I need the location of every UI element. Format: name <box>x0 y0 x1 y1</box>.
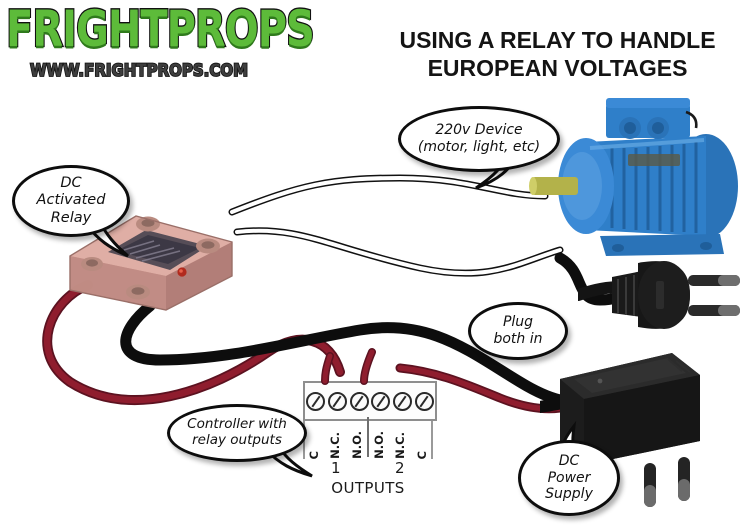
relay-callout: DC Activated Relay <box>12 165 130 237</box>
terminal-group-numbers: 1 2 <box>303 459 433 477</box>
outputs-caption: OUTPUTS <box>331 479 405 497</box>
controller-terminal-block[interactable] <box>303 381 437 421</box>
euro-plug <box>572 243 750 348</box>
output-group-2-number: 2 <box>395 459 405 477</box>
title-line-2: EUROPEAN VOLTAGES <box>427 55 688 82</box>
output-group-1-number: 1 <box>331 459 341 477</box>
terminal-screw-3[interactable] <box>349 391 369 411</box>
psu-callout-line-1: DC <box>558 453 580 470</box>
logo-url: WWW.FRIGHTPROPS.COM <box>29 59 249 82</box>
controller-callout-line-1: Controller with <box>187 416 287 433</box>
controller-callout-line-2: relay outputs <box>192 432 282 448</box>
psu-callout: DC Power Supply <box>518 440 620 516</box>
relay-terminals <box>81 216 220 300</box>
device-callout-line-1: 220v Device <box>435 122 523 139</box>
terminal-rail-right <box>431 417 433 459</box>
terminal-screw-5[interactable] <box>392 391 412 411</box>
ac-motor <box>520 82 748 272</box>
psu-callout-line-3: Supply <box>545 486 593 503</box>
dc-negative-wire <box>120 300 602 408</box>
title-line-1: USING A RELAY TO HANDLE <box>399 27 716 53</box>
relay-callout-line-1: DC <box>60 175 82 192</box>
page-title: USING A RELAY TO HANDLE EUROPEAN VOLTAGE… <box>370 26 745 82</box>
controller-callout: Controller with relay outputs <box>167 404 307 462</box>
motor-shaft <box>532 177 578 195</box>
psu-callout-line-2: Power <box>547 469 591 486</box>
terminal-screw-1[interactable] <box>306 391 326 411</box>
terminal-group-divider <box>367 417 369 457</box>
device-callout: 220v Device (motor, light, etc) <box>398 106 560 172</box>
mains-wire-pair <box>228 174 564 277</box>
terminal-screw-4[interactable] <box>371 391 391 411</box>
plug-callout-line-2: both in <box>493 331 543 347</box>
relay-callout-line-3: Relay <box>50 209 92 226</box>
plug-callout: Plug both in <box>468 302 568 360</box>
relay-callout-line-2: Activated <box>36 192 106 209</box>
terminal-screw-6[interactable] <box>414 391 434 411</box>
dc-power-supply <box>534 345 712 521</box>
device-callout-line-2: (motor, light, etc) <box>417 139 541 155</box>
terminal-screw-2[interactable] <box>327 391 347 411</box>
plug-callout-line-1: Plug <box>502 314 534 331</box>
